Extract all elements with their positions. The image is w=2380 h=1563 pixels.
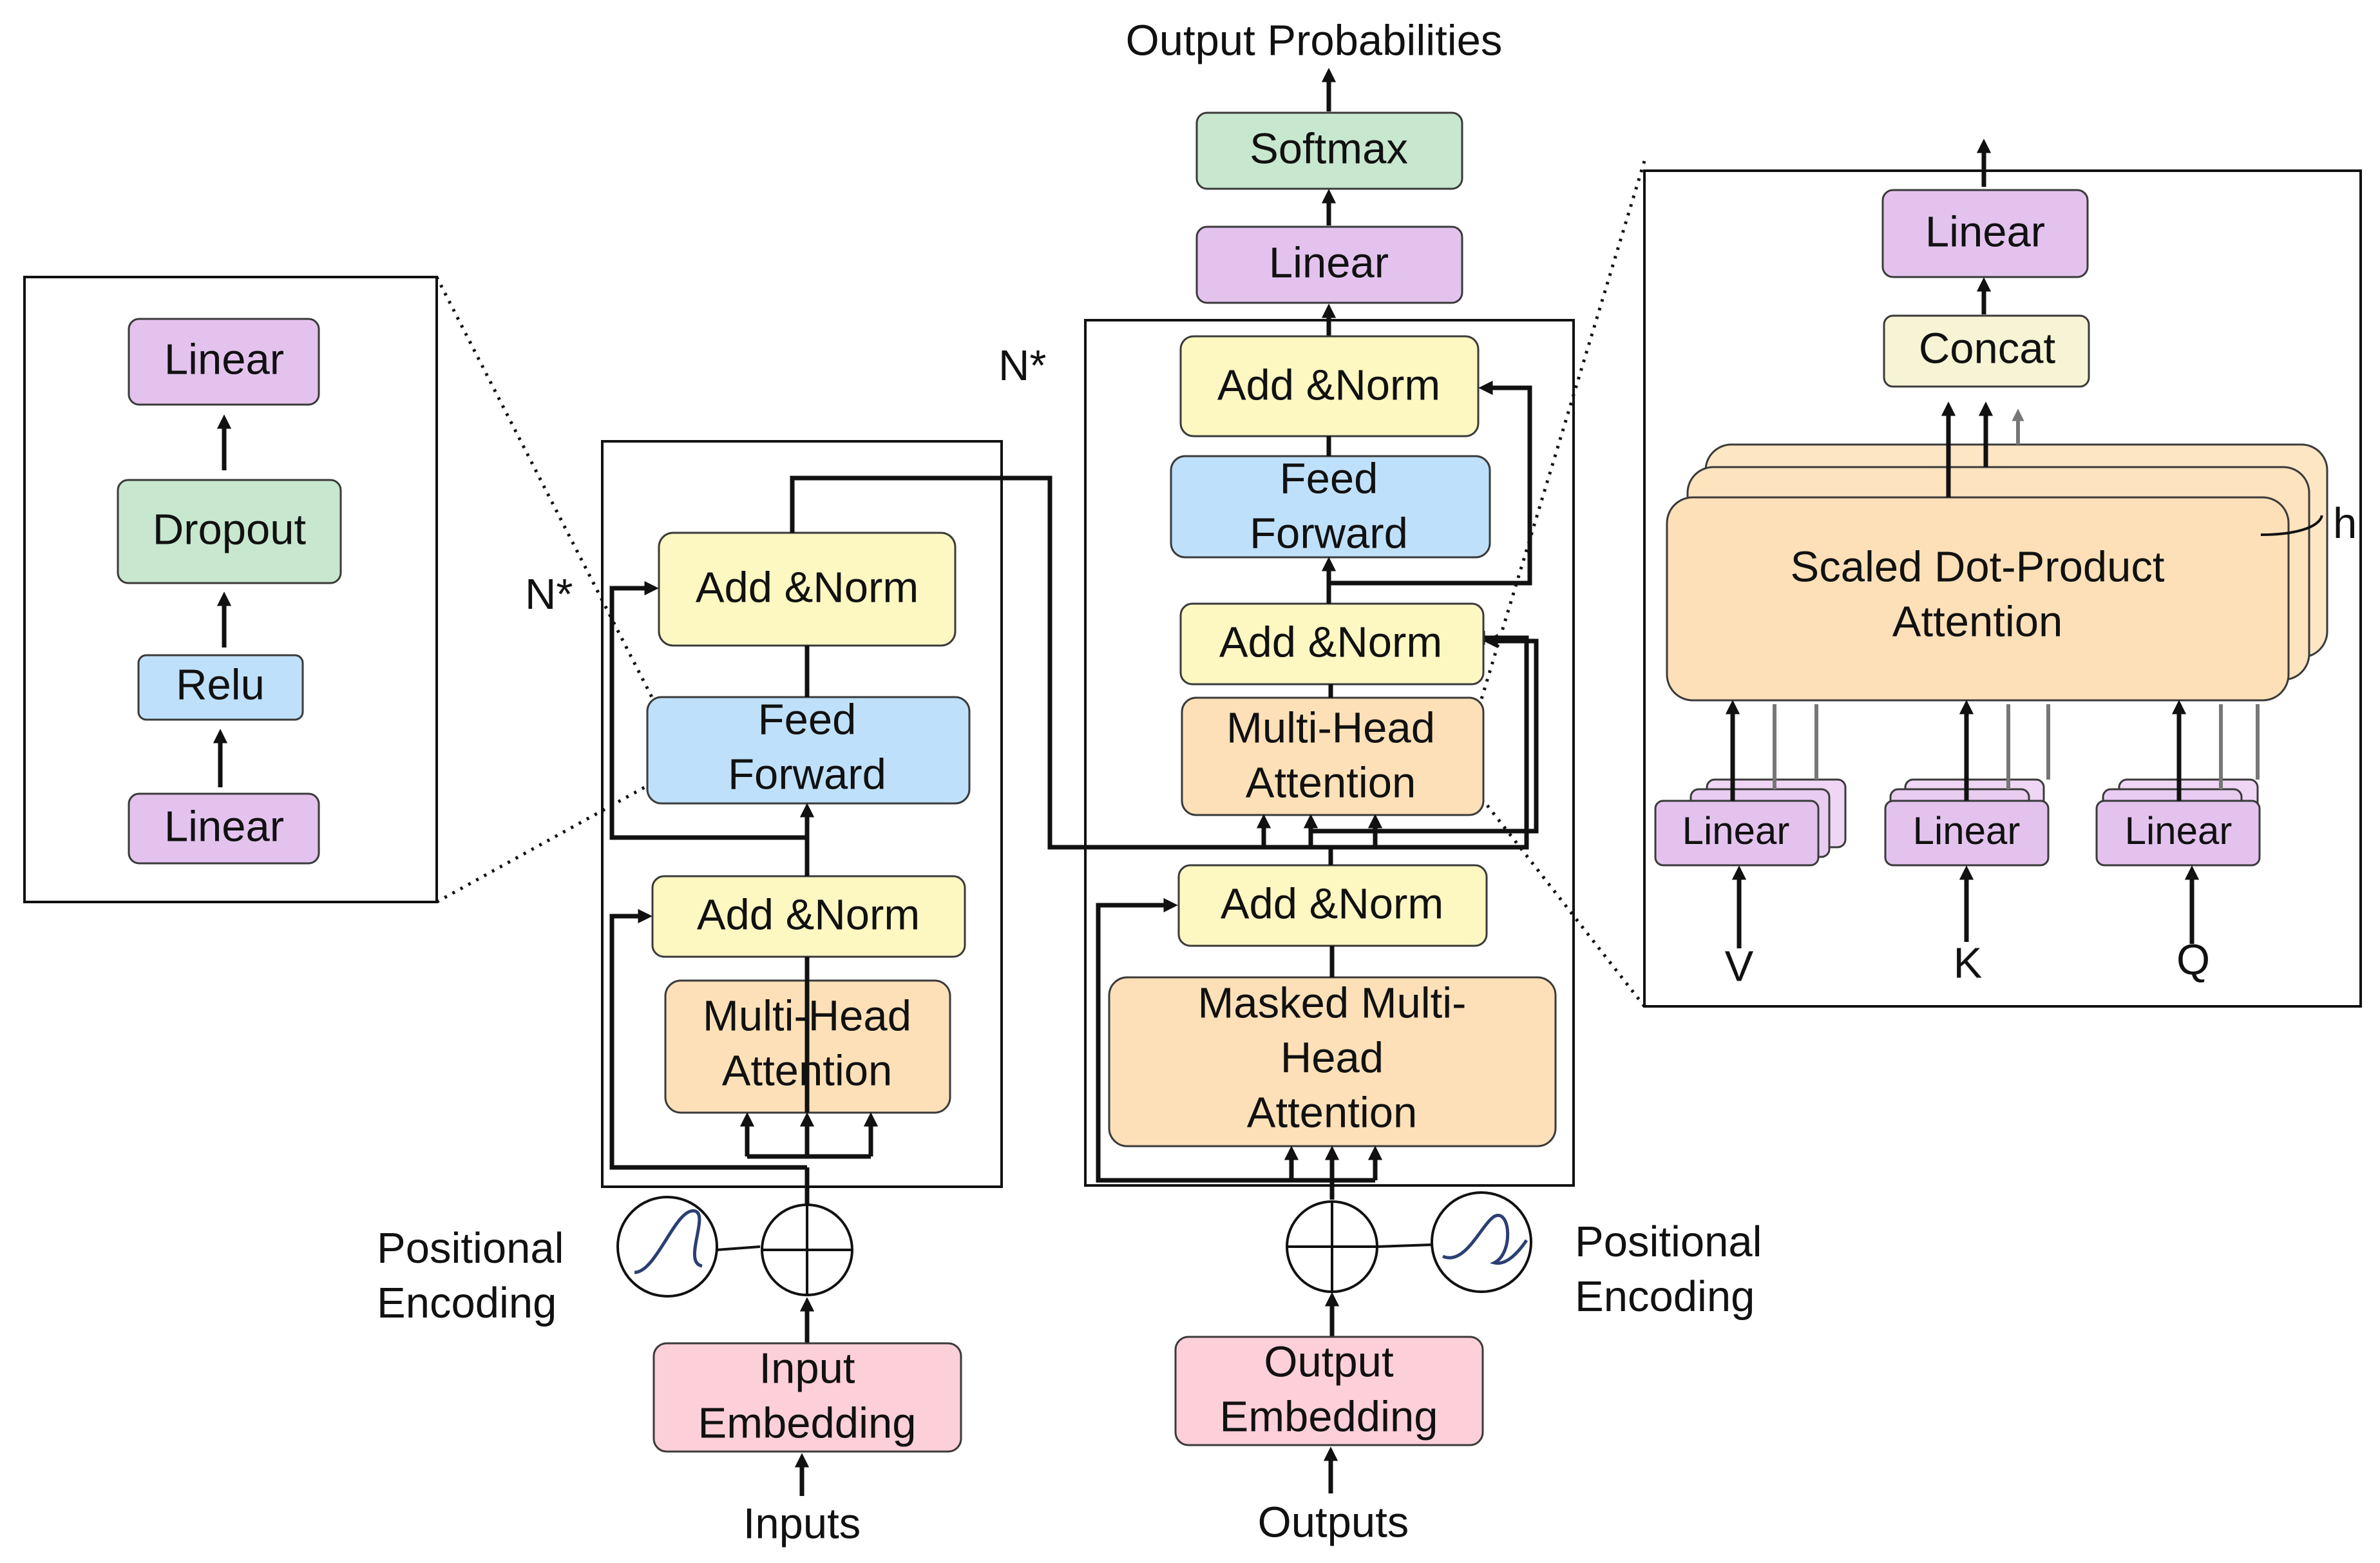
- masked-mha-line2: Head: [1280, 1034, 1384, 1082]
- ffn-detail-panel: Linear Dropout Relu Linear: [23, 276, 654, 904]
- connector: [1308, 829, 1375, 847]
- linear-k-label: Linear: [1913, 809, 2021, 852]
- mha-linear-top-block: [1881, 189, 2089, 278]
- encoder-residual-connection: [609, 908, 807, 1170]
- decoder-add-norm-mid-label: Add &Norm: [1219, 618, 1442, 667]
- linear-v-block: [1654, 800, 1820, 867]
- k-input-label: K: [1954, 939, 1983, 988]
- decoder-repeat-label: N*: [998, 341, 1046, 390]
- masked-mha-line3: Attention: [1247, 1089, 1417, 1137]
- decoder-add-norm-top-label: Add &Norm: [1217, 361, 1440, 410]
- decoder-positional-encoding-wave-icon: [1431, 1191, 1532, 1293]
- decoder-feed-forward-line2: Forward: [1250, 510, 1408, 558]
- decoder-linear-label: Linear: [1269, 239, 1389, 287]
- decoder-feed-forward-line1: Feed: [1280, 455, 1378, 503]
- output-embedding-line2: Embedding: [1220, 1393, 1438, 1441]
- decoder-residual-connection: [1096, 897, 1332, 1183]
- input-embedding-line1: Input: [759, 1345, 855, 1393]
- encoder-positional-encoding-label-line2: Encoding: [377, 1279, 557, 1327]
- encoder-stack: N* Add &Norm Feed Forward Add &Norm Mult…: [377, 440, 1529, 1548]
- encoder-repeat-label: N*: [525, 570, 573, 618]
- heads-brace: [2260, 515, 2323, 536]
- ffn-detail-frame: [23, 276, 438, 903]
- concat-label: Concat: [1919, 325, 2056, 373]
- v-input-label: V: [1725, 943, 1754, 991]
- input-embedding-block: [652, 1342, 962, 1453]
- output-embedding-line1: Output: [1264, 1338, 1394, 1386]
- encoder-frame: [601, 440, 1003, 1188]
- linear-v-label: Linear: [1682, 809, 1790, 852]
- decoder-mha-line1: Multi-Head: [1226, 704, 1435, 753]
- output-probabilities-label: Output Probabilities: [1126, 17, 1503, 65]
- ffn-linear-bottom-block: [128, 792, 320, 865]
- softmax-block: [1195, 111, 1463, 190]
- outputs-label: Outputs: [1258, 1499, 1409, 1547]
- heads-label: h: [2333, 499, 2357, 548]
- wave-icon: [1442, 1213, 1528, 1265]
- decoder-positional-encoding-label-line2: Encoding: [1575, 1272, 1755, 1321]
- decoder-frame: [1084, 319, 1575, 1187]
- encoder-feed-forward-line1: Feed: [758, 696, 857, 744]
- connector: [1376, 1243, 1433, 1248]
- decoder-linear-block: [1195, 225, 1463, 304]
- masked-mha-line1: Masked Multi-: [1198, 979, 1467, 1028]
- decoder-positional-encoding-label-line1: Positional: [1575, 1218, 1762, 1266]
- ffn-linear-bottom-label: Linear: [164, 803, 284, 851]
- relu-block: [137, 654, 304, 721]
- encoder-positional-encoding-label-line1: Positional: [377, 1224, 564, 1272]
- encoder-feed-forward-line2: Forward: [728, 751, 886, 799]
- decoder-residual-connection: [1331, 633, 1539, 834]
- input-embedding-line2: Embedding: [698, 1399, 917, 1448]
- sdpa-line2: Attention: [1892, 598, 2062, 646]
- encoder-add-norm-top-label: Add &Norm: [696, 564, 919, 612]
- q-input-label: Q: [2176, 936, 2210, 984]
- mha-linear-top-label: Linear: [1925, 208, 2045, 256]
- encoder-add-norm-bottom-label: Add &Norm: [697, 891, 920, 939]
- mha-detail-frame: [1643, 169, 2362, 1008]
- encoder-positional-encoding-wave-icon: [616, 1196, 718, 1298]
- sdpa-block: [1666, 496, 2290, 702]
- dropout-label: Dropout: [153, 506, 307, 554]
- decoder-add-norm-bottom-label: Add &Norm: [1221, 880, 1443, 928]
- linear-q-label: Linear: [2125, 809, 2232, 852]
- ffn-linear-top-block: [128, 318, 320, 406]
- zoom-guide-line: [435, 783, 651, 904]
- dropout-block: [117, 479, 342, 584]
- wave-icon: [634, 1209, 703, 1274]
- encoder-residual-connection: [609, 580, 807, 840]
- concat-block: [1883, 314, 2090, 388]
- output-embedding-block: [1174, 1336, 1484, 1446]
- mha-detail-panel: Linear Concat Scaled Dot-Product Attenti…: [1480, 139, 2362, 1008]
- relu-label: Relu: [176, 661, 265, 709]
- ffn-linear-top-label: Linear: [164, 336, 284, 384]
- softmax-label: Softmax: [1250, 125, 1408, 173]
- zoom-guide-line: [1480, 160, 1646, 700]
- decoder-stack: Output Probabilities Softmax Linear N* A…: [998, 17, 1762, 1547]
- inputs-label: Inputs: [743, 1500, 861, 1548]
- decoder-residual-connection: [1329, 380, 1532, 586]
- connector: [716, 1245, 761, 1251]
- sdpa-line1: Scaled Dot-Product: [1791, 543, 2165, 591]
- zoom-guide-line: [435, 276, 654, 698]
- decoder-mha-line2: Attention: [1246, 759, 1416, 807]
